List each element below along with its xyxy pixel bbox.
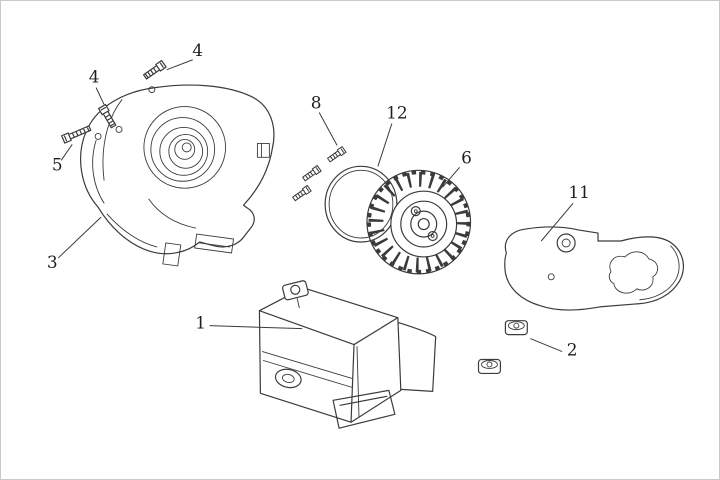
leader-lines [57,59,574,352]
fan-screw-dot-top [413,209,418,213]
fan-screw-hole-top [410,206,421,217]
screw-shape [292,184,312,202]
gasket-hole-large [556,233,576,253]
part-bolt-upper [142,59,167,80]
gasket-hole-large-inner [561,238,571,248]
part-screw-3 [292,184,312,202]
leader-line-4-upper [166,59,193,71]
leader-line-6 [442,166,460,188]
callout-labels: 4 4 5 3 8 12 6 11 1 2 [47,40,590,360]
shroud-side-hole [274,368,302,389]
part-fan-cover [80,84,275,267]
nut-hole-rim [507,321,525,331]
fan-fins [368,171,470,273]
callout-4-middle: 4 [89,67,100,87]
nut-hole-rim [481,360,498,369]
leader-line-1 [209,325,303,330]
fan-cover-bolt-bosses [94,86,156,140]
part-screw-2 [302,165,322,182]
gasket-inner-edge [639,245,680,301]
fan-cover-spiral [143,106,227,189]
gasket-hole-small [547,273,555,281]
shroud-body [258,287,402,423]
fan-cover-outline [80,84,275,255]
leader-line-4-middle [95,87,105,105]
bolt-shape [98,103,117,129]
part-air-shroud [258,280,437,429]
shroud-bottom-duct [332,389,396,429]
nut-body [477,358,502,375]
part-screw-1 [327,146,347,163]
callout-3: 3 [47,252,58,272]
callout-1: 1 [195,313,206,333]
part-nut-upper [504,320,528,336]
nut-hole [486,361,493,368]
shroud-creases [261,346,360,418]
leader-line-3 [57,216,102,259]
nut-hole [513,322,520,329]
bolt-shape [142,59,167,80]
leader-line-12 [377,123,393,167]
callout-8: 8 [311,93,322,113]
callout-5: 5 [52,154,63,174]
leader-line-2 [530,338,563,352]
leader-line-5 [60,144,73,161]
fan-screw-hole-bottom [427,230,438,242]
shroud-top-bracket [282,280,309,309]
fan-hub-ring [400,200,448,248]
leader-line-8 [318,112,338,146]
callout-4-upper: 4 [192,40,203,60]
callout-2: 2 [567,340,578,360]
part-bolt-long [61,125,92,144]
bolt-shape [61,125,92,144]
fan-center-hole [417,217,430,231]
gasket-cutout [608,251,659,294]
screw-shape [327,146,347,163]
callout-11: 11 [568,182,590,202]
part-cooling-fan [366,169,472,275]
fan-hub-boss [410,210,438,238]
shroud-flap [398,322,437,392]
fan-screw-dot-bottom [430,234,435,238]
part-o-ring [324,165,398,243]
part-nut-lower [477,358,502,375]
callout-6: 6 [461,147,472,167]
o-ring-outer [324,165,398,243]
callout-12: 12 [386,103,408,123]
fan-cover-details [92,99,270,267]
part-gasket-plate [504,226,685,311]
nut-body [504,320,528,336]
part-bolt-middle [98,103,117,129]
shroud-side-hole-inner [281,373,295,383]
gasket-outline [504,226,685,311]
o-ring-inner [328,169,394,239]
leader-line-11 [540,202,574,242]
screw-shape [302,165,322,182]
